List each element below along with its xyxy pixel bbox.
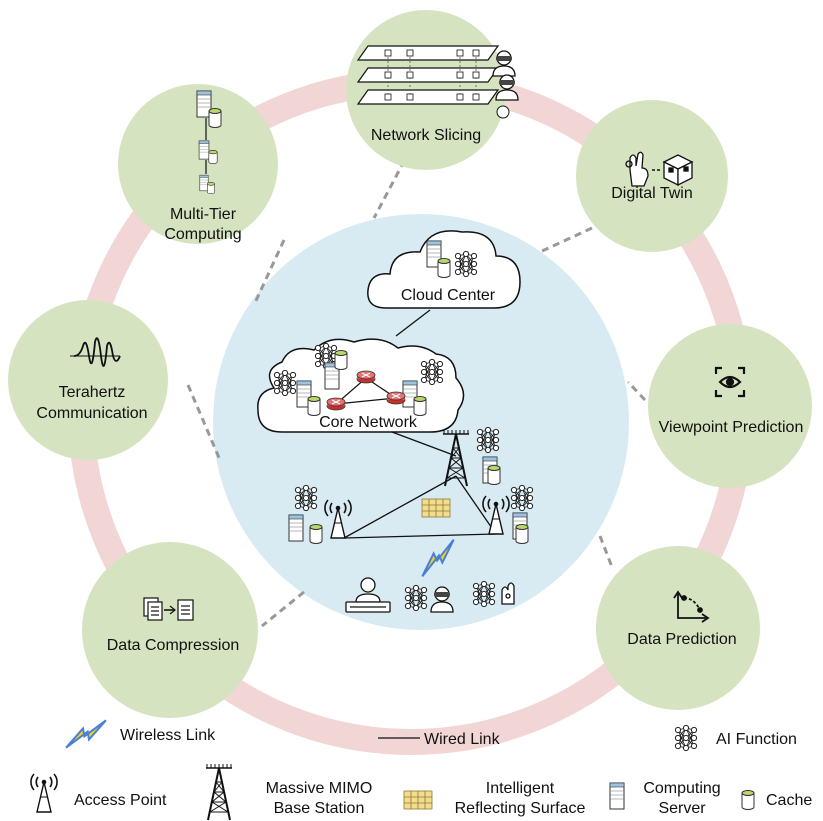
label-cloud-center: Cloud Center [400, 287, 496, 304]
label-multitier-line2: Computing [164, 226, 242, 243]
viewpoint-icon [714, 366, 746, 398]
feature-circles [8, 10, 812, 718]
label-digital-twin: Digital Twin [611, 185, 693, 202]
legend-mimo-line1: Massive MIMO [265, 780, 373, 797]
label-multitier-line1: Multi-Tier [169, 206, 237, 223]
label-data-compression: Data Compression [106, 637, 240, 654]
legend-icons [30, 719, 755, 821]
network-slicing-icon [356, 45, 519, 119]
legend-mimo-line2: Base Station [273, 800, 365, 817]
legend-server-line1: Computing [643, 780, 721, 797]
legend-ai-function: AI Function [716, 731, 797, 748]
irs-center [421, 498, 451, 518]
label-core-network: Core Network [319, 414, 417, 431]
label-network-slicing: Network Slicing [370, 127, 482, 144]
user-group [345, 577, 515, 613]
label-terahertz-line2: Communication [36, 405, 148, 422]
terahertz-circle [8, 300, 168, 460]
digital-twin-circle [576, 100, 728, 252]
label-data-prediction: Data Prediction [627, 631, 737, 648]
label-viewpoint-prediction: Viewpoint Prediction [658, 419, 804, 436]
data-prediction-icon [673, 590, 710, 623]
legend-access-point: Access Point [74, 792, 167, 809]
cloud-center-shape [367, 230, 521, 309]
legend-cache: Cache [766, 792, 813, 809]
legend-irs-line2: Reflecting Surface [454, 800, 586, 817]
digital-twin-icon [625, 151, 694, 187]
terahertz-icon [70, 337, 121, 367]
multitier-circle [118, 84, 278, 244]
legend-server-line2: Server [658, 800, 706, 817]
legend-wireless-link: Wireless Link [120, 727, 216, 744]
data-compression-circle [82, 542, 258, 718]
legend-wired-link: Wired Link [424, 731, 500, 748]
multitier-icon [196, 90, 222, 194]
data-compression-icon [143, 597, 194, 621]
wired-links [343, 309, 497, 539]
legend-irs-line1: Intelligent [485, 780, 555, 797]
core-network-shape [257, 338, 465, 433]
viewpoint-prediction-circle [648, 324, 812, 488]
label-terahertz-line1: Terahertz [58, 384, 126, 401]
data-prediction-circle [596, 546, 760, 710]
